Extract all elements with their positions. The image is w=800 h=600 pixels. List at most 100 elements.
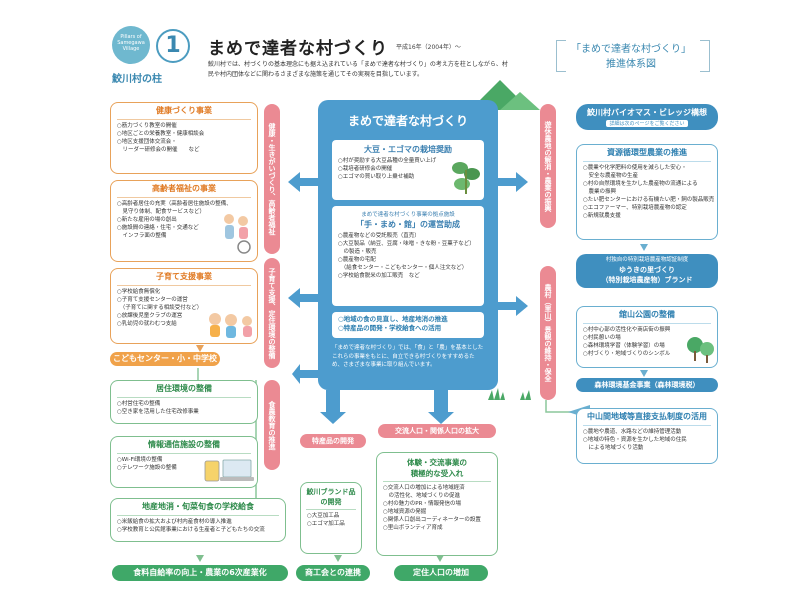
list-item: ○エゴマ加工品 — [307, 520, 345, 527]
list-item: ○筋力づくり教室の開催 — [117, 123, 177, 129]
label-countryside: 遊休農地の解消・農業の振興 — [540, 104, 556, 228]
biomass-bar: 鮫川村バイオマス・ビレッジ構想 詳細は次のページをご覧ください — [576, 104, 718, 130]
arrow-down-icon — [334, 555, 342, 562]
settled-population-bar: 定住人口の増加 — [394, 565, 488, 581]
arrow-down-icon — [640, 244, 648, 251]
list-item: ○村営住宅の整備 — [117, 401, 161, 407]
list-item: ○村の魅力のPR・情報発信の場 — [383, 500, 461, 507]
list-item: 安全な農産物の生産 — [583, 172, 639, 179]
list-item: による地域づくり活動 — [583, 444, 644, 451]
system-title-line: 「まめで達者な村づくり」 — [571, 44, 691, 55]
childcare-box: 子育て支援事業 ○学校給食無償化 ○子育て支援センターの運営 （子育てに関する相… — [110, 268, 258, 344]
agri-title: 資源循環型農業の推進 — [583, 145, 711, 162]
label-health-welfare: 健康・生きがいづくり、高齢者福祉 — [264, 104, 280, 254]
list-item: リーダー研修会の開催 など — [117, 146, 200, 153]
exchange-bar: 交流人口・関係人口の拡大 — [378, 424, 496, 438]
mountain-title: 中山間地域等直接支払制度の活用 — [583, 409, 711, 426]
list-item: ○関係人口創出コーディネーターの設置 — [383, 516, 481, 523]
list-item: ○新たな雇用の場の創出 — [117, 216, 177, 223]
arrow-down-icon — [196, 555, 204, 562]
children-illustration-icon — [209, 313, 252, 338]
list-item: ○乳幼児の就わむつ支給 — [117, 320, 177, 327]
base-caption: まめで達者な村づくり事業の拠点施設 — [361, 212, 455, 218]
list-item: （給食センター・こどもセンター・個人注文など） — [338, 264, 468, 271]
school-lunch-box: 地産地消・旬菜旬食の学校給食 ○米飯給食の拡大および村内産食材の導入推進 ○学校… — [110, 498, 286, 542]
local-food-line: ○特産品の開発・学校給食への活用 — [338, 324, 442, 333]
center-note: 「まめで達者な村づくり」では、「食」と「農」を基本としたこれらの事業をもとに、自… — [332, 345, 484, 369]
base-title: 「手・まめ・館」の運営助成 — [356, 220, 460, 229]
list-item: ○米飯給食の拡大および村内産食材の導入推進 — [117, 519, 232, 525]
experience-title-2: 積極的な受入れ — [383, 468, 491, 482]
pillar-title: 鮫川村の柱 — [112, 74, 162, 85]
arrow-left-icon — [288, 172, 318, 192]
pillar-number: 1 — [156, 29, 190, 63]
list-item: ○エゴマの買い取り上乗せ補助 — [338, 173, 415, 180]
list-item: の活性化、地域づくりの促進 — [383, 492, 461, 499]
childcare-center-bar: こどもセンター・小・中学校 — [110, 352, 220, 366]
food-self-sufficiency-bar: 食料自給率の向上・農業の6次産業化 — [112, 565, 288, 581]
list-item: ○放課後児童クラブの運営 — [117, 312, 183, 319]
list-item: ○農業や化学肥料の使用を減らした安心・ — [583, 165, 687, 171]
devices-illustration-icon — [204, 459, 254, 482]
year-note: 平成16年（2004年）〜 — [396, 44, 461, 51]
list-item: ○森林環境学習（体験学習）の場 — [583, 342, 665, 349]
list-item: ○地域の特色・資源を生かした地域の住民 — [583, 436, 687, 443]
list-item: の製造・販売 — [338, 248, 377, 255]
living-box: 居住環境の整備 ○村営住宅の整備 ○空き家を活用した住宅改修事業 — [110, 380, 258, 424]
commerce-link-bar: 商工会との連携 — [296, 565, 370, 581]
list-item: ○村民憩いの場 — [583, 334, 621, 341]
arrow-down-icon — [196, 345, 204, 352]
list-item: 農業の振興 — [583, 188, 617, 195]
childcare-title: 子育て支援事業 — [117, 269, 251, 286]
pillar-badge: Pillars of Samegawa Village — [112, 26, 150, 64]
list-item: ○たい肥センターにおける有機たい肥・飼の製品販売 — [583, 196, 715, 203]
page-title: まめで達者な村づくり — [208, 39, 388, 59]
experience-box: 体験・交流事業の 積極的な受入れ ○交流人口の増加による地域経済 の活性化、地域… — [376, 452, 498, 556]
list-item: ○施設間の連絡・住宅・交通など — [117, 224, 199, 231]
specialty-dev-bar: 特産品の開発 — [300, 434, 366, 448]
cert-line: 村独自の特別栽培農産物認証制度 — [605, 257, 689, 263]
arrow-down-icon — [428, 390, 454, 424]
cert-line: ゆうきの里づくり — [619, 265, 675, 274]
living-title: 居住環境の整備 — [117, 381, 251, 398]
agri-box: 資源循環型農業の推進 ○農業や化学肥料の使用を減らした安心・ 安全な農産物の生産… — [576, 144, 718, 240]
brand-title: 鮫川ブランド品 — [306, 488, 356, 496]
mountain-box: 中山間地域等直接支払制度の活用 ○農地や農道、水路などの維持管理活動 ○地域の特… — [576, 408, 718, 464]
list-item: ○村中心部の活性化や商店街の振興 — [583, 327, 671, 333]
list-item: ○学校教育と公民館事業における生産者と子どもたちの交流 — [117, 526, 265, 533]
list-item: ○交流人口の増加による地域経済 — [383, 485, 465, 491]
list-item: ○新規就農支援 — [583, 212, 621, 219]
elderly-box: 高齢者福祉の事業 ○高齢者居住の充実（高齢者居住施設の整備、 見守り体制、配食サ… — [110, 180, 258, 262]
soy-box: 大豆・エゴマの栽培奨励 ○村が奨励する大豆品種の全量買い上げ ○栽培者研修会の開… — [332, 140, 484, 200]
list-item: ○地区ごとの栄養教室・健康相談会 — [117, 130, 205, 137]
list-item: ○子育て支援センターの運営 — [117, 296, 188, 303]
elderly-title: 高齢者福祉の事業 — [117, 181, 251, 198]
bracket-left — [556, 40, 566, 72]
list-item: ○高齢者居住の充実（高齢者居住施設の整備、 — [117, 201, 232, 207]
arrow-right-icon — [498, 172, 528, 192]
list-item: ○農地や農道、水路などの維持管理活動 — [583, 429, 682, 435]
brand-title-2: の開発 — [306, 497, 356, 510]
soybean-plant-icon — [452, 162, 480, 194]
list-item: （子育てに関する相談受付など） — [117, 304, 203, 311]
label-childcare-env: 子育て支援、定住環境の整備 — [264, 258, 280, 368]
tree-icon — [687, 337, 714, 363]
list-item: ○地区支援団体交流会・ — [117, 138, 177, 145]
biomass-title: 鮫川村バイオマス・ビレッジ構想 — [587, 108, 707, 117]
bracket-right — [700, 40, 710, 72]
system-title: 「まめで達者な村づくり」 推進体系図 — [566, 42, 696, 72]
health-title: 健康づくり事業 — [117, 103, 251, 120]
info-title: 情報通信施設の整備 — [117, 437, 251, 454]
list-item: インフラ面の整備 — [117, 232, 167, 239]
list-item: ○テレワーク施設の整備 — [117, 464, 177, 471]
elderly-illustration-icon — [224, 214, 251, 254]
center-title: まめで達者な村づくり — [347, 114, 468, 128]
grass-icon — [520, 390, 531, 400]
list-item: ○学校給食脱米の加工販売 など — [338, 272, 420, 279]
system-title-line: 推進体系図 — [606, 59, 656, 70]
arrow-right-icon — [498, 296, 528, 316]
list-item: ○エコファーマー、特別栽培農産物の認定 — [583, 204, 687, 211]
intro-text: 鮫川村では、村づくりの基本理念にも据え込まれている「まめで達者な村づくり」の考え… — [208, 61, 508, 78]
health-box: 健康づくり事業 ○筋力づくり教室の開催 ○地区ごとの栄養教室・健康相談会 ○地区… — [110, 102, 258, 174]
local-food-line: ○地域の食の見直し、地産地消の推進 — [338, 315, 448, 323]
